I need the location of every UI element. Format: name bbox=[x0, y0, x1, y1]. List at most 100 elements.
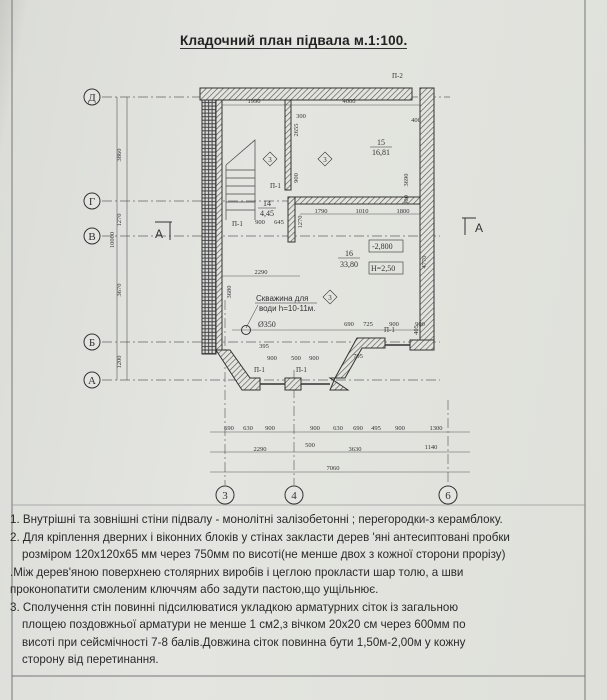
svg-text:1990: 1990 bbox=[248, 98, 261, 105]
dimension-lines bbox=[116, 97, 470, 473]
dimension-values: 1990 4000 400 300 1790 1010 1800 900 645… bbox=[109, 98, 443, 472]
svg-text:А: А bbox=[475, 221, 483, 235]
svg-text:4,45: 4,45 bbox=[260, 209, 274, 218]
svg-text:900: 900 bbox=[267, 355, 277, 362]
svg-text:630: 630 bbox=[333, 425, 343, 432]
svg-text:3: 3 bbox=[328, 294, 332, 302]
svg-text:4: 4 bbox=[291, 490, 297, 502]
note-3-line: площею поздовжньої арматури не менше 1 с… bbox=[22, 618, 466, 631]
svg-text:630: 630 bbox=[243, 425, 253, 432]
note-3-line: сторону від перетинання. bbox=[22, 653, 159, 666]
note-3-line: висоті при сейсмічності 7-8 балів.Довжин… bbox=[22, 635, 466, 649]
svg-text:-2,800: -2,800 bbox=[372, 242, 393, 251]
svg-text:3690: 3690 bbox=[403, 174, 410, 187]
svg-text:Д: Д bbox=[88, 92, 96, 104]
svg-text:300: 300 bbox=[296, 113, 306, 120]
section-marks: А А bbox=[155, 217, 483, 241]
svg-text:2655: 2655 bbox=[293, 124, 300, 137]
svg-text:П-1: П-1 bbox=[296, 366, 307, 374]
svg-text:води h=10-11м.: води h=10-11м. bbox=[259, 304, 316, 313]
svg-text:900: 900 bbox=[415, 321, 425, 328]
svg-text:1270: 1270 bbox=[116, 214, 123, 227]
svg-text:А: А bbox=[155, 227, 163, 241]
axis-bubble-d: Д bbox=[83, 88, 101, 106]
svg-text:4770: 4770 bbox=[421, 256, 428, 269]
svg-text:2290: 2290 bbox=[255, 269, 268, 276]
svg-text:900: 900 bbox=[293, 173, 300, 183]
svg-text:500: 500 bbox=[291, 355, 301, 362]
svg-text:14: 14 bbox=[263, 199, 271, 208]
svg-text:645: 645 bbox=[274, 219, 284, 226]
note-3: 3. Сполучення стін повинні підсилюватися… bbox=[10, 600, 459, 614]
svg-text:4000: 4000 bbox=[343, 98, 356, 105]
svg-text:3: 3 bbox=[268, 156, 272, 164]
svg-text:395: 395 bbox=[259, 343, 269, 350]
walls bbox=[199, 87, 435, 391]
axis-bubble-g: Г bbox=[83, 192, 101, 210]
svg-text:33,80: 33,80 bbox=[340, 260, 358, 269]
svg-text:16,81: 16,81 bbox=[372, 148, 390, 157]
svg-text:900: 900 bbox=[265, 425, 275, 432]
axis-bubble-b: Б bbox=[83, 333, 101, 351]
svg-text:900: 900 bbox=[255, 219, 265, 226]
svg-text:3860: 3860 bbox=[116, 149, 123, 162]
svg-text:16: 16 bbox=[345, 249, 353, 258]
svg-text:Ø350: Ø350 bbox=[258, 320, 276, 329]
svg-text:3: 3 bbox=[323, 156, 327, 164]
svg-text:500: 500 bbox=[305, 442, 315, 449]
svg-text:1010: 1010 bbox=[356, 208, 369, 215]
level-marks: -2,800 H=2,50 bbox=[368, 239, 404, 275]
svg-text:Б: Б bbox=[89, 337, 95, 349]
svg-text:795: 795 bbox=[353, 353, 363, 360]
svg-text:1300: 1300 bbox=[430, 425, 443, 432]
svg-text:П-1: П-1 bbox=[254, 366, 265, 374]
axis-bubble-v: В bbox=[83, 227, 101, 245]
svg-text:400: 400 bbox=[411, 117, 421, 124]
stairs bbox=[225, 139, 256, 220]
axis-bubble-a: А bbox=[83, 371, 101, 389]
svg-text:П-1: П-1 bbox=[232, 220, 243, 228]
general-notes: 1. Внутрішні та зовнішні стіни підвалу -… bbox=[10, 512, 600, 670]
note-2: 2. Для кріплення дверних і віконних блок… bbox=[10, 530, 510, 544]
svg-text:900: 900 bbox=[395, 425, 405, 432]
page-title: Кладочний план підвала м.1:100. bbox=[180, 33, 408, 49]
axis-bubbles: Д Г В Б А 3 4 6 bbox=[83, 88, 458, 505]
svg-text:3: 3 bbox=[222, 490, 228, 502]
svg-text:690: 690 bbox=[344, 321, 354, 328]
svg-text:1200: 1200 bbox=[116, 356, 123, 369]
svg-text:В: В bbox=[88, 231, 95, 243]
svg-text:П-2: П-2 bbox=[392, 72, 403, 80]
svg-text:495: 495 bbox=[371, 425, 381, 432]
svg-text:П-1: П-1 bbox=[270, 182, 281, 190]
svg-text:6: 6 bbox=[445, 490, 451, 502]
svg-text:15: 15 bbox=[377, 138, 385, 147]
svg-text:900: 900 bbox=[389, 321, 399, 328]
note-1: 1. Внутрішні та зовнішні стіни підвалу -… bbox=[10, 513, 503, 526]
type-markers: 3 3 3 bbox=[262, 151, 338, 305]
svg-text:1800: 1800 bbox=[397, 208, 410, 215]
svg-text:690: 690 bbox=[353, 425, 363, 432]
note-2-line: розміром 120х120х65 мм через 750мм по ви… bbox=[22, 548, 506, 561]
svg-text:3630: 3630 bbox=[349, 446, 362, 453]
svg-text:А: А bbox=[88, 375, 96, 387]
svg-text:1790: 1790 bbox=[315, 208, 328, 215]
svg-text:3680: 3680 bbox=[226, 286, 233, 299]
svg-text:690: 690 bbox=[224, 425, 234, 432]
note-2-line: проконопатити смоленим ключчям або задут… bbox=[10, 583, 379, 596]
well-label: Скважина для води h=10-11м. Ø350 bbox=[241, 294, 317, 335]
svg-text:Г: Г bbox=[89, 196, 95, 208]
svg-text:П-1: П-1 bbox=[384, 326, 395, 334]
svg-text:10000: 10000 bbox=[109, 232, 116, 248]
svg-text:900: 900 bbox=[309, 355, 319, 362]
svg-text:300: 300 bbox=[403, 195, 410, 205]
svg-text:2290: 2290 bbox=[254, 446, 267, 453]
axis-bubble-3: 3 bbox=[215, 485, 235, 505]
svg-text:3670: 3670 bbox=[116, 284, 123, 297]
axis-bubble-6: 6 bbox=[438, 485, 458, 505]
svg-text:H=2,50: H=2,50 bbox=[371, 264, 395, 273]
svg-text:405: 405 bbox=[413, 325, 420, 335]
svg-text:Скважина для: Скважина для bbox=[256, 294, 308, 303]
lintel-labels: П-1 П-1 П-2 П-1 П-1 П-1 bbox=[232, 72, 403, 374]
